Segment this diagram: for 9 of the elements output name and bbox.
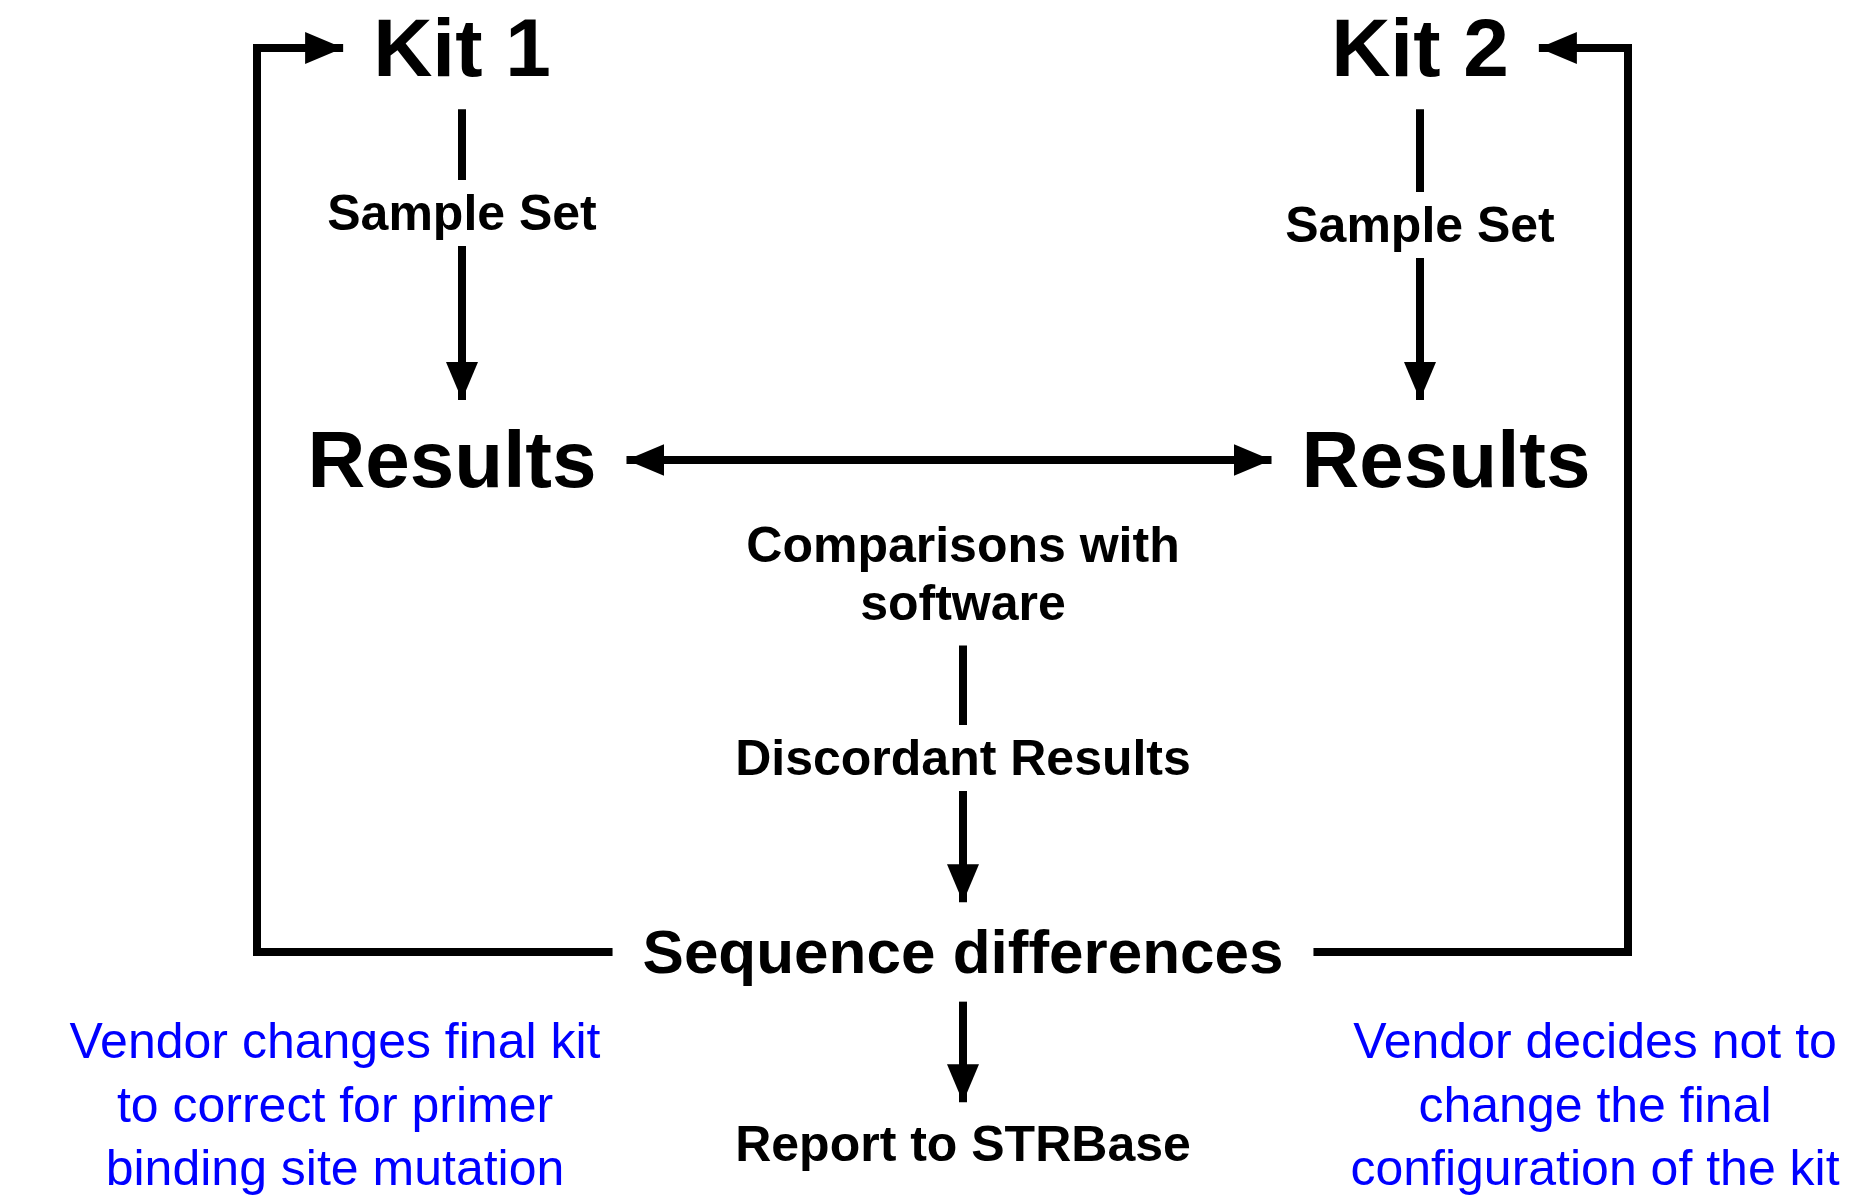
node-text: Results [1301,414,1591,506]
node-text: Kit 1 [373,0,551,95]
node-text: Report to STRBase [735,1116,1191,1174]
node-text: Results [307,414,597,506]
node-text: Kit 2 [1331,0,1509,95]
node-text: Sequence differences [642,916,1284,988]
note-text: Vendor changes final kit to correct for primer binding site mutation [68,1012,602,1196]
note-text: Vendor decides not to change the final configuration of the kit [1349,1012,1841,1196]
node-text: Comparisons with software [745,516,1181,632]
